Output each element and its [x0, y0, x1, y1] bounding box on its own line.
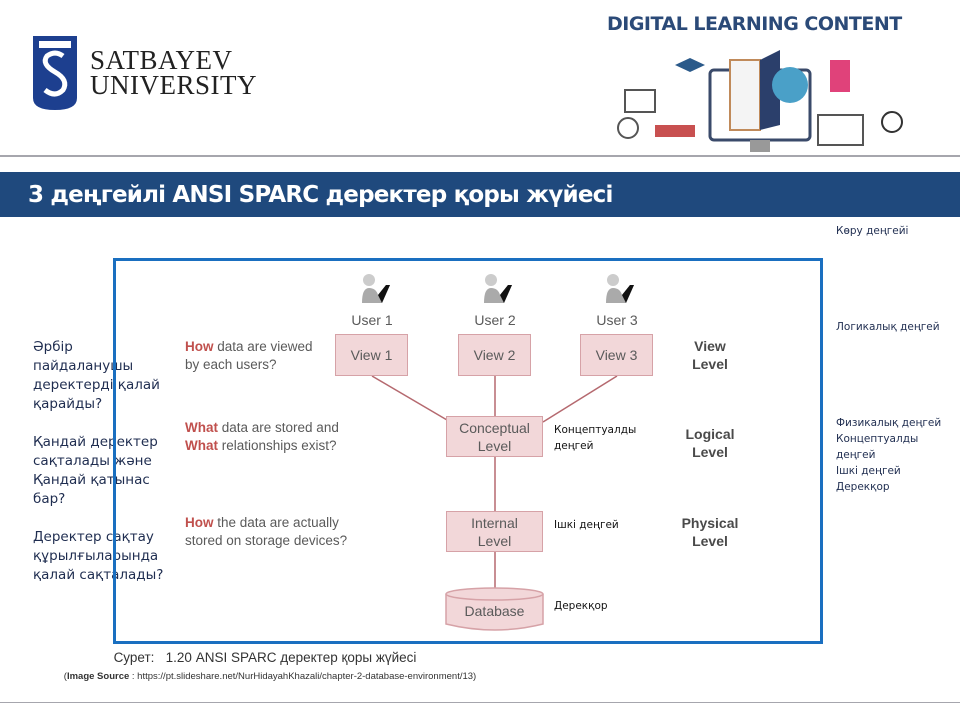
- connector-view3: [542, 375, 618, 423]
- highlight-word: What: [185, 420, 218, 435]
- note-logical-level: Логикалық деңгей: [836, 321, 940, 333]
- kz-line: деңгей: [554, 440, 594, 452]
- user-label: User 2: [474, 312, 516, 328]
- box-line: Level: [477, 437, 512, 454]
- view-box: View 2: [458, 334, 531, 376]
- box-line: Conceptual: [459, 419, 530, 436]
- question-logical: Қандай деректер сақталады және Қандай қа…: [33, 434, 158, 507]
- user-icon: [362, 274, 390, 303]
- database-label: Database: [464, 603, 525, 619]
- note-line: Концептуалды: [836, 433, 919, 445]
- note-line: Физикалық деңгей: [836, 417, 942, 429]
- box-line: Internal: [471, 514, 518, 531]
- note-view-level: Көру деңгейі: [836, 225, 909, 237]
- note-physical-level: Физикалық деңгей Концептуалды деңгей Ішк…: [836, 415, 941, 495]
- question-text: relationships exist?: [218, 438, 337, 453]
- question-text: data are viewed: [213, 339, 313, 354]
- figure-caption: Сурет: 1.20 ANSI SPARC деректер қоры жүй…: [113, 650, 417, 665]
- diagram-question-view: How data are viewed by each users?: [185, 338, 313, 374]
- level-line: View: [694, 338, 726, 354]
- banner-title: DIGITAL LEARNING CONTENT: [607, 13, 902, 35]
- logo-line1: SATBAYEV: [90, 45, 233, 75]
- satbayev-logo-icon: [33, 36, 77, 110]
- question-text: the data are actually: [213, 515, 339, 530]
- logo-line2: UNIVERSITY: [90, 70, 257, 100]
- diagram-question-logical: What data are stored and What relationsh…: [185, 419, 339, 455]
- question-text: data are stored and: [218, 420, 339, 435]
- kz-conceptual-label: Концептуалды деңгей: [554, 422, 636, 454]
- question-text: stored on storage devices?: [185, 533, 348, 548]
- kz-internal-label: Ішкі деңгей: [554, 519, 619, 531]
- user-icon: [484, 274, 512, 303]
- note-line: Дерекқор: [836, 481, 890, 493]
- user-label: User 1: [351, 312, 393, 328]
- highlight-word: How: [185, 515, 214, 530]
- database-cylinder-icon: [445, 587, 544, 631]
- highlight-word: What: [185, 438, 218, 453]
- title-bar: [0, 172, 960, 217]
- internal-level-box: Internal Level: [446, 511, 543, 552]
- view-box: View 3: [580, 334, 653, 376]
- note-line: Ішкі деңгей: [836, 465, 901, 477]
- left-questions: Әрбір пайдаланушы деректерді қалай қарай…: [33, 338, 173, 604]
- level-line: Logical: [685, 426, 735, 442]
- conceptual-level-box: Conceptual Level: [446, 416, 543, 457]
- diagram-question-physical: How the data are actually stored on stor…: [185, 514, 347, 550]
- level-line: Physical: [681, 515, 739, 531]
- question-physical: Деректер сақтау құрылғыларында қалай сақ…: [33, 529, 164, 583]
- logo-text: SATBAYEV UNIVERSITY: [90, 45, 257, 100]
- source-text: : https://pt.slideshare.net/NurHidayahKh…: [129, 671, 477, 682]
- header-divider: [0, 155, 960, 157]
- level-line: Level: [692, 444, 728, 460]
- user-icon: [606, 274, 634, 303]
- note-line: деңгей: [836, 449, 876, 461]
- question-view: Әрбір пайдаланушы деректерді қалай қарай…: [33, 339, 160, 412]
- question-text: by each users?: [185, 357, 277, 372]
- highlight-word: How: [185, 339, 214, 354]
- view-box: View 1: [335, 334, 408, 376]
- user-label: User 3: [596, 312, 638, 328]
- footer-divider: [0, 702, 960, 703]
- user-icons: [362, 274, 634, 303]
- image-source: (Image Source : https://pt.slideshare.ne…: [63, 671, 477, 682]
- source-label: Image Source: [66, 671, 130, 682]
- digital-learning-illustration-icon: [617, 50, 903, 152]
- level-line: Level: [692, 356, 728, 372]
- connector-view1: [371, 375, 448, 421]
- level-line: Level: [692, 533, 728, 549]
- slide-title: 3 деңгейлі ANSI SPARC деректер қоры жүйе…: [28, 182, 613, 208]
- kz-line: Концептуалды: [554, 424, 637, 436]
- box-line: Level: [477, 532, 512, 549]
- kz-database-label: Дерекқор: [554, 600, 608, 612]
